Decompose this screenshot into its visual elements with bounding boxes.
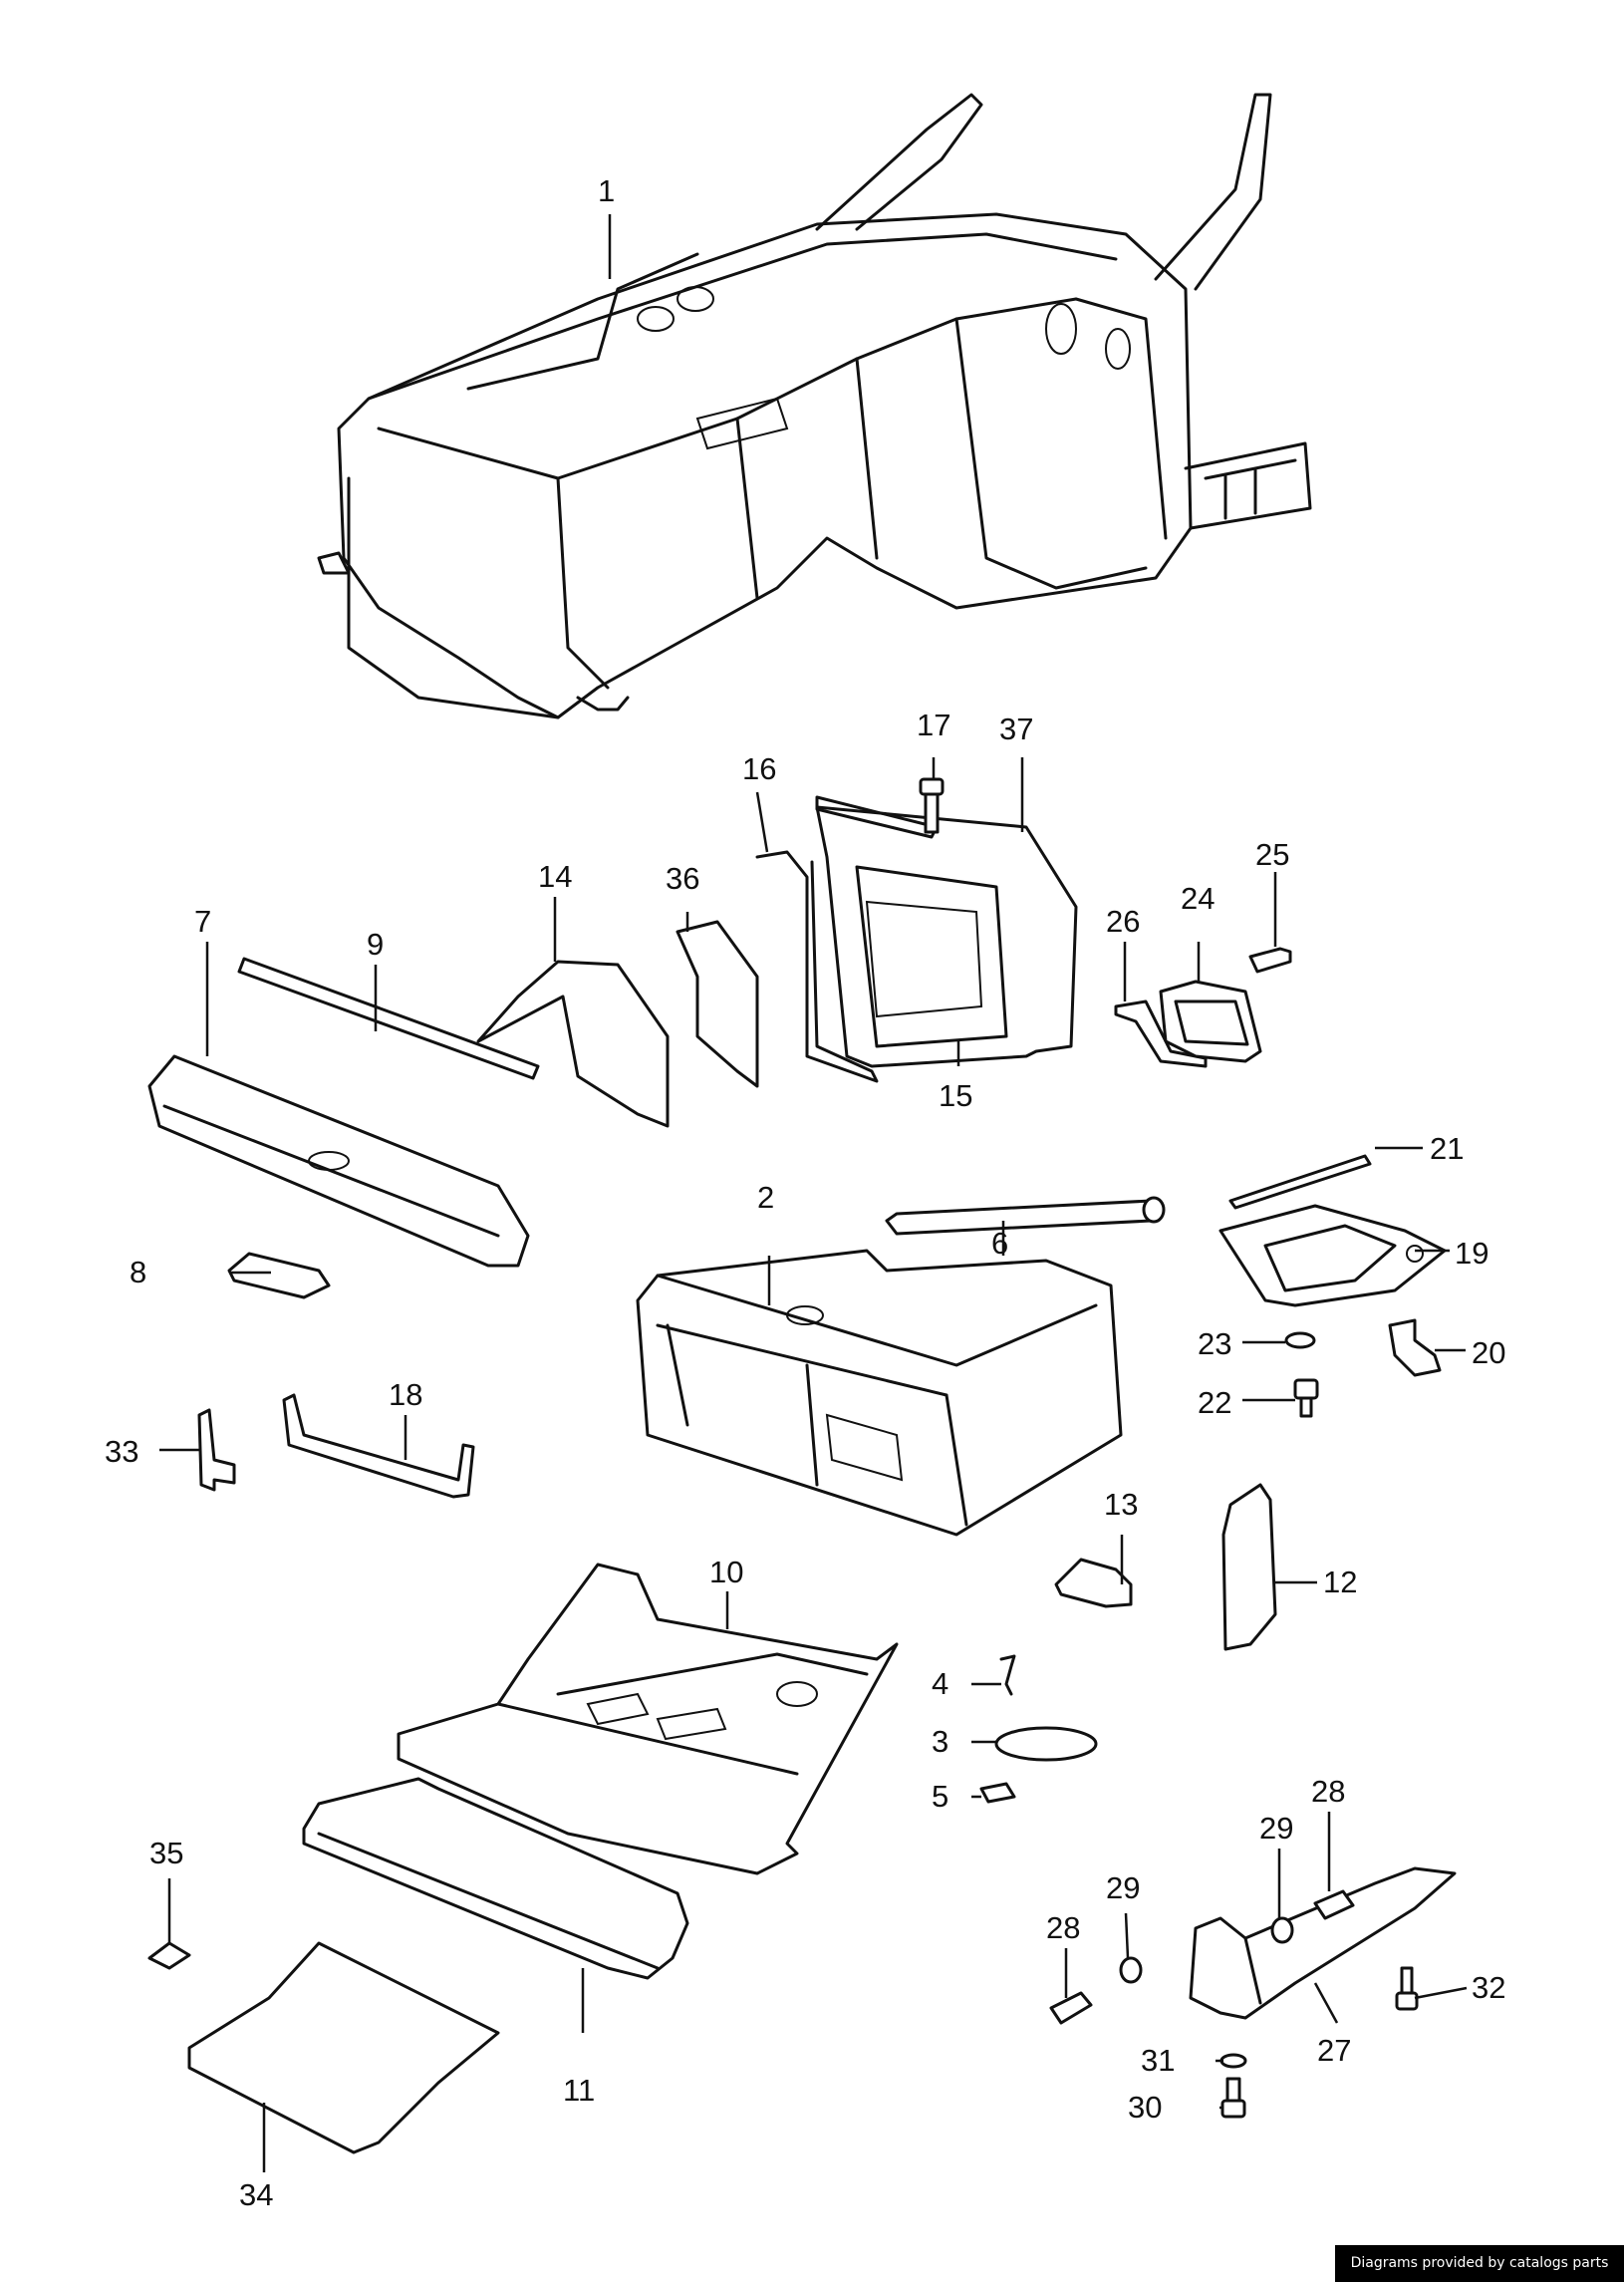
part-22-bolt[interactable] <box>1293 1378 1319 1418</box>
part-33-bracket[interactable] <box>197 1408 236 1492</box>
callout-24: 24 <box>1181 881 1215 916</box>
part-7-cowl-panel[interactable] <box>147 1054 530 1268</box>
part-36-panel[interactable] <box>676 920 759 1088</box>
callout-28-upper: 28 <box>1311 1774 1345 1809</box>
callout-30: 30 <box>1128 2090 1162 2125</box>
part-4-screw[interactable] <box>999 1654 1016 1696</box>
part-16-seal[interactable] <box>755 850 879 1083</box>
part-19-tray[interactable] <box>1218 1204 1447 1307</box>
part-29-washer-upper[interactable] <box>1270 1916 1294 1944</box>
callout-35: 35 <box>149 1836 183 1870</box>
callout-labels: 1 2 3 4 5 6 7 8 9 10 11 12 13 14 15 16 1… <box>105 173 1505 2212</box>
part-9-seal-strip[interactable] <box>237 957 540 1080</box>
callout-11: 11 <box>563 2073 595 2108</box>
callout-28-lower: 28 <box>1046 1910 1080 1945</box>
part-12-column[interactable] <box>1221 1483 1277 1651</box>
callout-34: 34 <box>239 2177 273 2212</box>
callout-10: 10 <box>709 1555 743 1589</box>
callout-3: 3 <box>932 1724 948 1759</box>
part-5-clip[interactable] <box>979 1782 1016 1804</box>
callout-22: 22 <box>1198 1385 1231 1420</box>
part-27-bracket-assembly[interactable] <box>1189 1866 1457 2020</box>
callout-32: 32 <box>1472 1970 1505 2005</box>
callout-12: 12 <box>1323 1565 1357 1599</box>
callout-14: 14 <box>538 859 572 894</box>
part-10-floor-pan[interactable] <box>397 1563 899 1875</box>
part-26-seal[interactable] <box>1114 999 1208 1068</box>
part-32-bolt[interactable] <box>1395 1966 1419 2011</box>
callout-4: 4 <box>932 1666 948 1701</box>
callout-29-upper: 29 <box>1259 1811 1293 1846</box>
part-13-bracket[interactable] <box>1054 1558 1133 1608</box>
callout-33: 33 <box>105 1434 138 1469</box>
part-6-rod[interactable] <box>885 1196 1166 1236</box>
part-25-bolt[interactable] <box>1248 947 1292 974</box>
part-23-washer[interactable] <box>1284 1331 1316 1349</box>
callout-13: 13 <box>1104 1487 1138 1522</box>
callout-26: 26 <box>1106 904 1140 939</box>
callout-19: 19 <box>1455 1236 1489 1271</box>
part-30-bolt[interactable] <box>1220 2077 1246 2119</box>
part-18-frame[interactable] <box>282 1393 475 1499</box>
callout-27: 27 <box>1317 2033 1351 2068</box>
part-20-elbow[interactable] <box>1388 1318 1442 1377</box>
part-28-bolt-upper[interactable] <box>1313 1889 1355 1920</box>
callout-18: 18 <box>389 1377 422 1412</box>
callout-16: 16 <box>742 751 776 786</box>
part-8-pad[interactable] <box>227 1252 331 1299</box>
leader-lines <box>159 214 1468 2172</box>
part-29-washer-lower[interactable] <box>1119 1956 1143 1984</box>
part-3-gasket[interactable] <box>994 1726 1098 1762</box>
callout-6: 6 <box>991 1226 1008 1261</box>
callout-1: 1 <box>598 173 615 208</box>
callout-31: 31 <box>1141 2043 1175 2078</box>
callout-23: 23 <box>1198 1326 1231 1361</box>
diagram-credit-banner: Diagrams provided by catalogs parts <box>1335 2245 1624 2282</box>
part-31-washer[interactable] <box>1219 2053 1247 2069</box>
part-1-front-body-shell[interactable] <box>317 93 1312 719</box>
callout-17: 17 <box>917 708 950 742</box>
part-34-floor-panel[interactable] <box>187 1941 500 2154</box>
callout-37: 37 <box>999 712 1033 746</box>
part-17-bolt[interactable] <box>919 777 945 834</box>
part-11-crossmember[interactable] <box>302 1777 689 1980</box>
callout-7: 7 <box>194 904 211 939</box>
part-24-gasket[interactable] <box>1159 980 1262 1063</box>
callout-5: 5 <box>932 1779 948 1814</box>
callout-36: 36 <box>666 861 699 896</box>
callout-15: 15 <box>939 1078 972 1113</box>
part-21-strip[interactable] <box>1228 1154 1372 1210</box>
part-2-front-section[interactable] <box>636 1249 1123 1537</box>
callout-25: 25 <box>1255 837 1289 872</box>
callout-8: 8 <box>130 1255 146 1289</box>
callout-21: 21 <box>1430 1131 1464 1166</box>
callout-9: 9 <box>367 927 384 962</box>
part-37-heater-box[interactable] <box>815 795 1078 1068</box>
part-35-clip[interactable] <box>147 1941 191 1970</box>
part-14-bracket[interactable] <box>476 960 670 1128</box>
callout-2: 2 <box>757 1180 774 1215</box>
part-28-bolt-lower[interactable] <box>1049 1991 1093 2025</box>
callout-20: 20 <box>1472 1335 1505 1370</box>
callout-29-lower: 29 <box>1106 1870 1140 1905</box>
